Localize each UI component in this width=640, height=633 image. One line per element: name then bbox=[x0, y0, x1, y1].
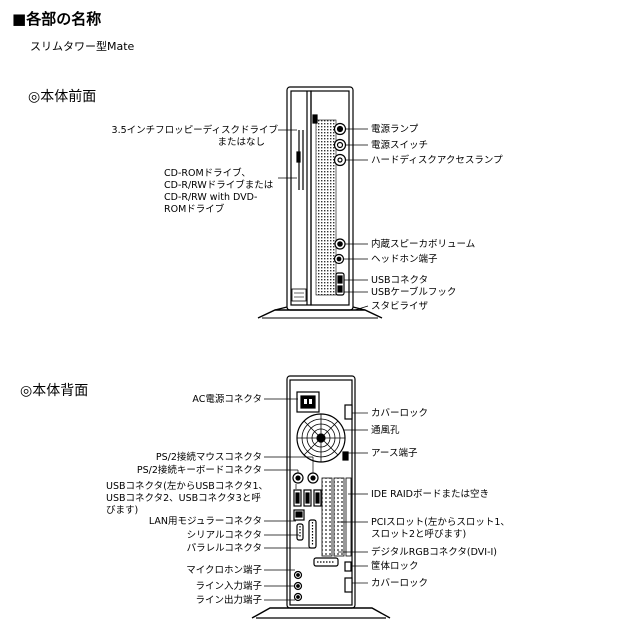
rear-heading: ◎本体背面 bbox=[20, 383, 89, 399]
rear-leader-lines bbox=[264, 398, 368, 601]
page-title-text: 各部の名称 bbox=[26, 10, 102, 28]
label-ps2-mouse: PS/2接続マウスコネクタ bbox=[155, 452, 262, 463]
label-usb-rear-3: びます) bbox=[106, 505, 139, 516]
label-ide-raid: IDE RAIDボードまたは空き bbox=[371, 489, 489, 500]
label-line-in: ライン入力端子 bbox=[195, 581, 262, 592]
label-microphone: マイクロホン端子 bbox=[186, 565, 262, 576]
label-cdrom-2: CD-R/RWドライブまたは bbox=[164, 180, 274, 191]
label-usb-front: USBコネクタ bbox=[371, 275, 429, 286]
label-cdrom-4: ROMドライブ bbox=[164, 204, 225, 215]
label-cover-lock-bottom: カバーロック bbox=[371, 578, 429, 589]
label-usb-rear-1: USBコネクタ(左からUSBコネクタ1、 bbox=[106, 481, 268, 492]
label-chassis-lock: 筐体ロック bbox=[371, 561, 419, 572]
label-earth: アース端子 bbox=[371, 448, 418, 459]
label-parallel: パラレルコネクタ bbox=[186, 543, 262, 554]
label-stabilizer: スタビライザ bbox=[371, 301, 429, 312]
label-ps2-keyboard: PS/2接続キーボードコネクタ bbox=[136, 465, 262, 476]
label-pci-slot-1: PCIスロット(左からスロット1、 bbox=[371, 517, 510, 528]
label-speaker-volume: 内蔵スピーカボリューム bbox=[371, 239, 476, 250]
label-usb-rear-2: USBコネクタ2、USBコネクタ3と呼 bbox=[106, 493, 261, 504]
label-line-out: ライン出力端子 bbox=[195, 595, 262, 606]
label-floppy-none: またはなし bbox=[217, 137, 265, 148]
front-chassis bbox=[257, 86, 383, 319]
label-usb-hook: USBケーブルフック bbox=[371, 287, 457, 298]
label-vent: 通風孔 bbox=[371, 425, 400, 436]
label-power-switch: 電源スイッチ bbox=[371, 140, 429, 151]
label-serial: シリアルコネクタ bbox=[186, 530, 262, 541]
label-ac-connector: AC電源コネクタ bbox=[192, 394, 262, 405]
label-cdrom-1: CD-ROMドライブ、 bbox=[164, 168, 251, 179]
label-power-lamp: 電源ランプ bbox=[371, 124, 419, 135]
label-floppy-drive: 3.5インチフロッピーディスクドライブ bbox=[111, 125, 278, 136]
model-name: スリムタワー型Mate bbox=[30, 40, 135, 53]
label-cover-lock-top: カバーロック bbox=[371, 408, 429, 419]
front-heading: ◎本体前面 bbox=[28, 89, 97, 105]
label-headphone: ヘッドホン端子 bbox=[371, 254, 438, 265]
label-hdd-lamp: ハードディスクアクセスランプ bbox=[371, 155, 503, 166]
front-leader-lines bbox=[278, 128, 369, 311]
label-dvi: デジタルRGBコネクタ(DVI-I) bbox=[371, 547, 498, 558]
label-lan: LAN用モジュラーコネクタ bbox=[148, 516, 262, 527]
label-pci-slot-2: スロット2と呼びます) bbox=[371, 529, 467, 540]
page-title: ■各部の名称 bbox=[12, 10, 102, 28]
label-cdrom-3: CD-R/RW with DVD- bbox=[164, 192, 258, 203]
front-heading-text: 本体前面 bbox=[40, 89, 97, 105]
rear-chassis bbox=[251, 375, 391, 619]
rear-heading-text: 本体背面 bbox=[32, 383, 89, 399]
